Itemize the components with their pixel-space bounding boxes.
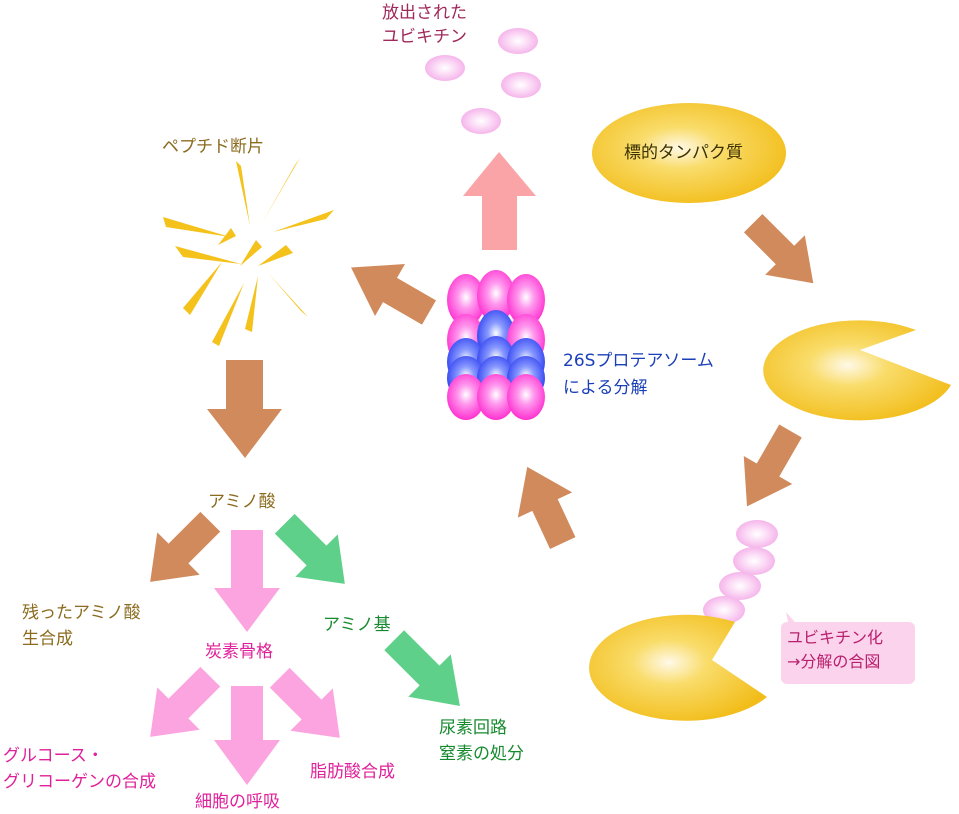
arrow-to-fatty-acid-synthesis — [269, 667, 340, 738]
respiration-label: 細胞の呼吸 — [195, 792, 280, 812]
ubiquitin-molecule — [736, 520, 778, 548]
target-protein — [592, 103, 786, 203]
ubiquitin-molecule — [501, 72, 541, 98]
ubiquitin-molecule — [733, 547, 775, 575]
fatty-acid-synthesis-label: 脂肪酸合成 — [310, 762, 395, 782]
proteasome-26s — [447, 270, 545, 420]
ubiquitin-molecule — [498, 28, 538, 54]
arrow-to-carbon-skeleton — [214, 530, 280, 632]
ubiquitin-chain — [703, 520, 778, 624]
peptide-fragments — [163, 158, 334, 346]
arrow-fragments-to-amino-acid — [207, 360, 282, 458]
arrow-proteasome-to-fragments — [351, 264, 436, 325]
released-ubiquitin-label: 放出された — [382, 3, 467, 23]
protein-with-ubiquitin-site-lower — [589, 614, 767, 721]
arrow-to-proteasome — [517, 466, 576, 549]
remaining-amino-acid-label: 残ったアミノ酸 — [22, 603, 141, 623]
arrow-to-amino-group — [274, 513, 345, 584]
amino-acid-label: アミノ酸 — [208, 492, 276, 512]
carbon-skeleton-label: 炭素骨格 — [205, 642, 273, 662]
arrow-to-ubiquitin-chain — [743, 424, 802, 507]
degradation-signal-label: →分解の合図 — [787, 652, 881, 671]
arrow-to-gluconeogenesis — [150, 666, 221, 737]
ubiquitination-signal-box: ユビキチン化 →分解の合図 — [781, 622, 915, 684]
arrow-to-respiration — [214, 686, 280, 785]
proteasome-label: 26Sプロテアソーム — [563, 351, 714, 371]
ubiquitination-label: ユビキチン化 — [787, 628, 884, 647]
arrow-to-urea-cycle — [384, 630, 460, 706]
peptide-fragments-label: ペプチド断片 — [162, 137, 264, 157]
ubiquitin-molecule — [461, 108, 501, 134]
target-protein-label: 標的タンパク質 — [624, 143, 743, 163]
arrow-to-amino-acid-reuse — [150, 511, 221, 582]
arrow-target-to-ubiquitination — [743, 213, 814, 284]
amino-group-label: アミノ基 — [323, 615, 391, 635]
proteasome-label: による分解 — [563, 378, 648, 398]
released-ubiquitin-label: ユビキチン — [382, 27, 467, 47]
remaining-amino-acid-label: 生合成 — [22, 629, 73, 649]
urea-cycle-label: 尿素回路 — [439, 718, 507, 738]
ubiquitin-molecule — [719, 572, 761, 600]
protein-with-ubiquitin-site-upper — [763, 320, 951, 421]
glucose-synthesis-label: グルコース・ — [3, 746, 104, 766]
glucose-synthesis-label: グリコーゲンの合成 — [3, 772, 156, 792]
release-arrow — [463, 152, 536, 250]
released-ubiquitin-group — [425, 28, 541, 134]
urea-cycle-label: 窒素の処分 — [439, 744, 524, 764]
ubiquitin-molecule — [425, 55, 465, 81]
